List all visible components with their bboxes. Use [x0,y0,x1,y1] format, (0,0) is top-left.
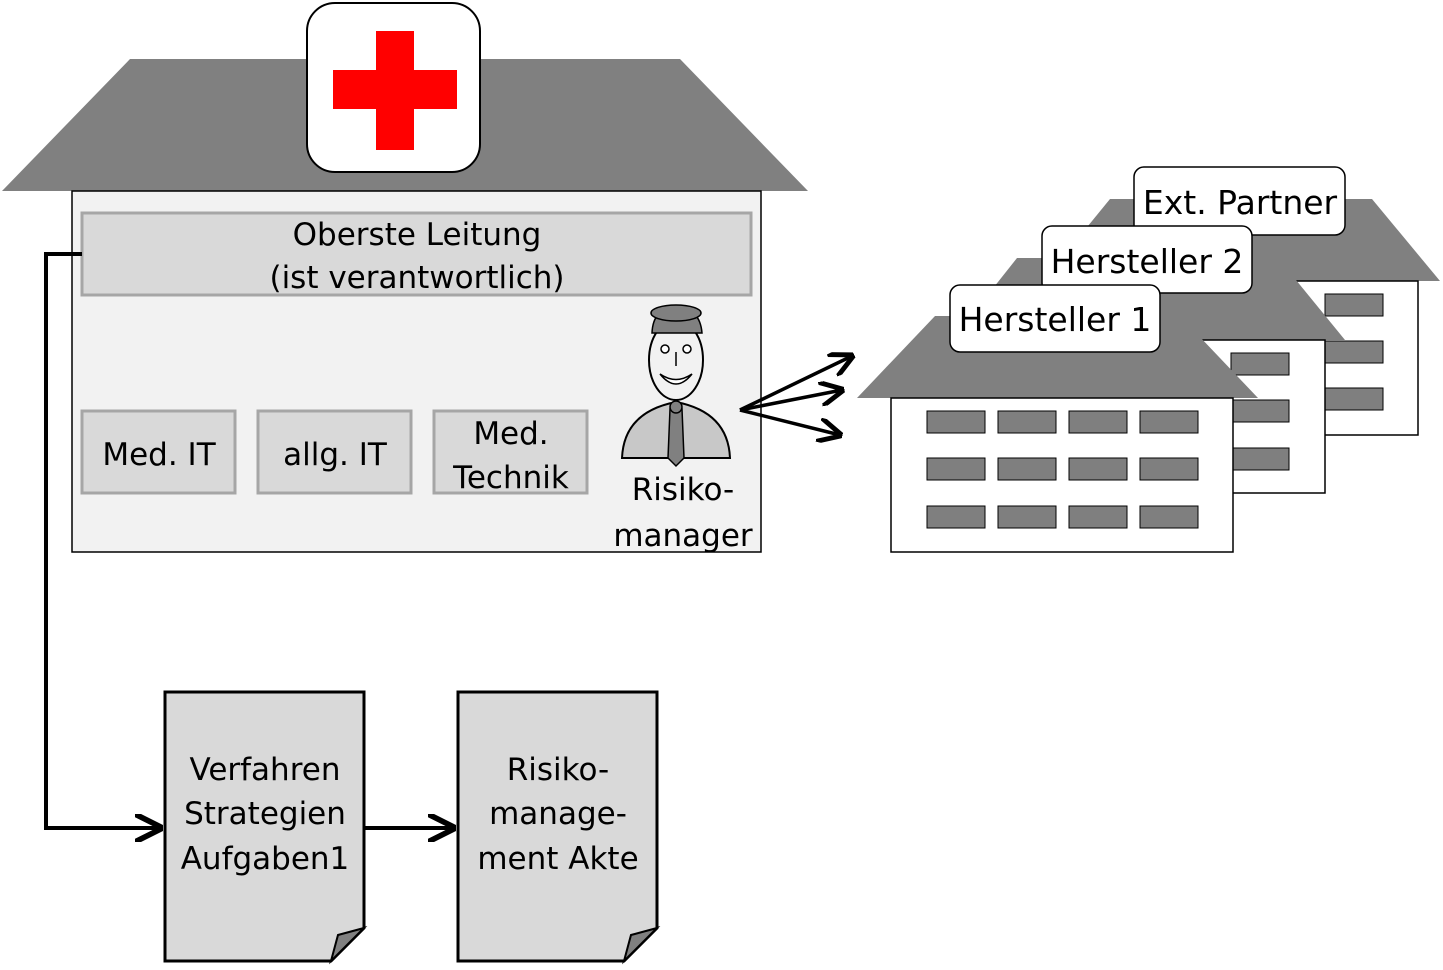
department-label-line2: Technik [452,460,569,496]
document-line1: Verfahren [190,752,341,788]
management-to-procedures-connector [44,252,160,828]
document-risikomanagement-akte: Risiko- manage- ment Akte [456,690,661,965]
arrow-to-ext-partner [739,408,840,435]
document-verfahren-strategien: Verfahren Strategien Aufgaben1 [163,690,368,965]
arrow-to-hersteller-2 [739,390,842,412]
department-allg-it: allg. IT [256,409,413,495]
label-hersteller-1: Hersteller 1 [949,284,1161,353]
department-label-line1: Med. [473,416,548,452]
label-ext-partner: Ext. Partner [1133,166,1346,236]
window-grid [926,410,1199,529]
department-label: Med. IT [102,437,216,473]
document-line3: Aufgaben1 [181,841,350,877]
partner-name: Ext. Partner [1143,183,1338,222]
hospital-building: Oberste Leitung (ist verantwortlich) Med… [2,2,808,554]
window-grid [1230,352,1290,471]
management-box: Oberste Leitung (ist verantwortlich) [80,211,753,297]
department-med-technik: Med. Technik [432,409,589,496]
department-med-it: Med. IT [80,409,237,495]
risk-manager-person-icon [620,304,732,468]
document-line2: Strategien [184,796,346,832]
partner-name: Hersteller 1 [959,300,1152,339]
arrow-to-hersteller-1 [739,356,852,412]
department-label: allg. IT [283,437,388,473]
document-line2: manage- [489,796,627,832]
risk-manager-label-line2: manager [613,518,753,554]
document-line1: Risiko- [507,752,610,788]
red-cross-icon [306,2,481,173]
management-title: Oberste Leitung [293,217,542,253]
document-line3: ment Akte [477,841,638,877]
management-subtitle: (ist verantwortlich) [269,260,564,296]
label-hersteller-2: Hersteller 2 [1041,225,1253,294]
window-grid [1324,293,1384,411]
risk-manager-label-line1: Risiko- [632,472,735,508]
partner-arrows [739,356,852,435]
partner-name: Hersteller 2 [1051,242,1244,281]
